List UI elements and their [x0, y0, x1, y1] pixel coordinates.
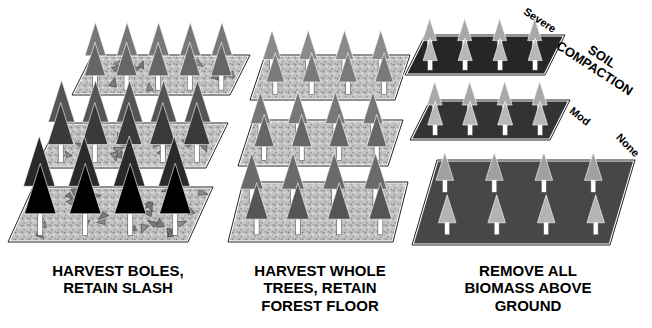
compaction-level: Severe [522, 5, 559, 35]
tree-crown [292, 114, 312, 146]
tree-crown [427, 81, 442, 105]
tree-crown [458, 18, 472, 40]
compaction-level: None [614, 131, 642, 159]
tree-crown [367, 114, 387, 146]
tree-crown [488, 195, 506, 223]
tree-crown [245, 183, 268, 219]
tree-crown [302, 53, 320, 82]
treatment-caption: HARVEST BOLES, RETAIN SLASH [43, 262, 193, 297]
tree-crown [328, 183, 351, 219]
logging-slash [145, 202, 153, 211]
tree-crown [339, 53, 357, 82]
tree-crown [371, 30, 389, 59]
tree-crown [84, 42, 105, 76]
tree-crown [532, 81, 547, 105]
forest-plot [228, 182, 408, 242]
logging-slash [141, 224, 149, 233]
tree-crown [428, 101, 443, 125]
tree-crown [458, 38, 472, 60]
tree-crown [254, 114, 274, 146]
tree-crown [150, 103, 176, 145]
forest-plot-outline [405, 35, 565, 75]
logging-slash [65, 192, 74, 199]
tree-crown [364, 153, 387, 189]
tree-crown [288, 91, 308, 123]
tree-crown [82, 103, 108, 145]
tree-crown [159, 163, 191, 213]
tree-crown [528, 38, 542, 60]
tree-crown [282, 153, 305, 189]
tree-crown [114, 163, 146, 213]
tree-crown [148, 42, 169, 76]
tree-crown [533, 101, 548, 125]
tree-crown [423, 18, 437, 40]
tree-crown [323, 153, 346, 189]
treatment-caption: HARVEST WHOLE TREES, RETAIN FOREST FLOOR [245, 262, 395, 314]
tree-crown [537, 195, 555, 223]
tree-crown [286, 183, 309, 219]
tree-crown [423, 38, 437, 60]
logging-slash [109, 78, 117, 87]
tree-crown [497, 81, 512, 105]
forest-plot [410, 100, 570, 140]
compaction-level: Mod [567, 104, 592, 127]
tree-crown [493, 18, 507, 40]
logging-slash [146, 83, 153, 91]
logging-slash [114, 147, 124, 152]
logging-slash [198, 190, 208, 196]
tree-crown [266, 53, 284, 82]
axis-title: SOIL COMPACTION [548, 24, 647, 102]
tree-crown [69, 163, 101, 213]
treatment-caption: REMOVE ALL BIOMASS ABOVE GROUND [453, 262, 603, 314]
tree-crown [263, 30, 281, 59]
tree-crown [369, 183, 392, 219]
tree-crown [329, 114, 349, 146]
logging-slash [138, 61, 144, 69]
tree-crown [375, 53, 393, 82]
tree-crown [438, 195, 456, 223]
tree-crown [250, 91, 270, 123]
logging-slash [116, 150, 122, 158]
tree-crown [462, 81, 477, 105]
tree-crown [184, 103, 210, 145]
logging-slash [65, 151, 72, 158]
tree-crown [535, 152, 553, 180]
tree-crown [498, 101, 513, 125]
tree-crown [493, 38, 507, 60]
logging-slash [97, 220, 106, 225]
logging-slash [156, 218, 164, 227]
tree-crown [48, 103, 74, 145]
tree-crown [325, 91, 345, 123]
tree-crown [436, 152, 454, 180]
tree-crown [211, 42, 232, 76]
tree-crown [24, 163, 56, 213]
tree-crown [240, 153, 263, 189]
tree-crown [335, 30, 353, 59]
forest-plot-outline [410, 100, 570, 140]
tree-crown [587, 195, 605, 223]
tree-crown [363, 91, 383, 123]
tree-crown [299, 30, 317, 59]
forest-plot-outline [228, 182, 408, 242]
tree-crown [585, 152, 603, 180]
tree-crown [116, 42, 137, 76]
forest-plot [405, 35, 565, 75]
tree-crown [486, 152, 504, 180]
tree-crown [463, 101, 478, 125]
tree-crown [179, 42, 200, 76]
